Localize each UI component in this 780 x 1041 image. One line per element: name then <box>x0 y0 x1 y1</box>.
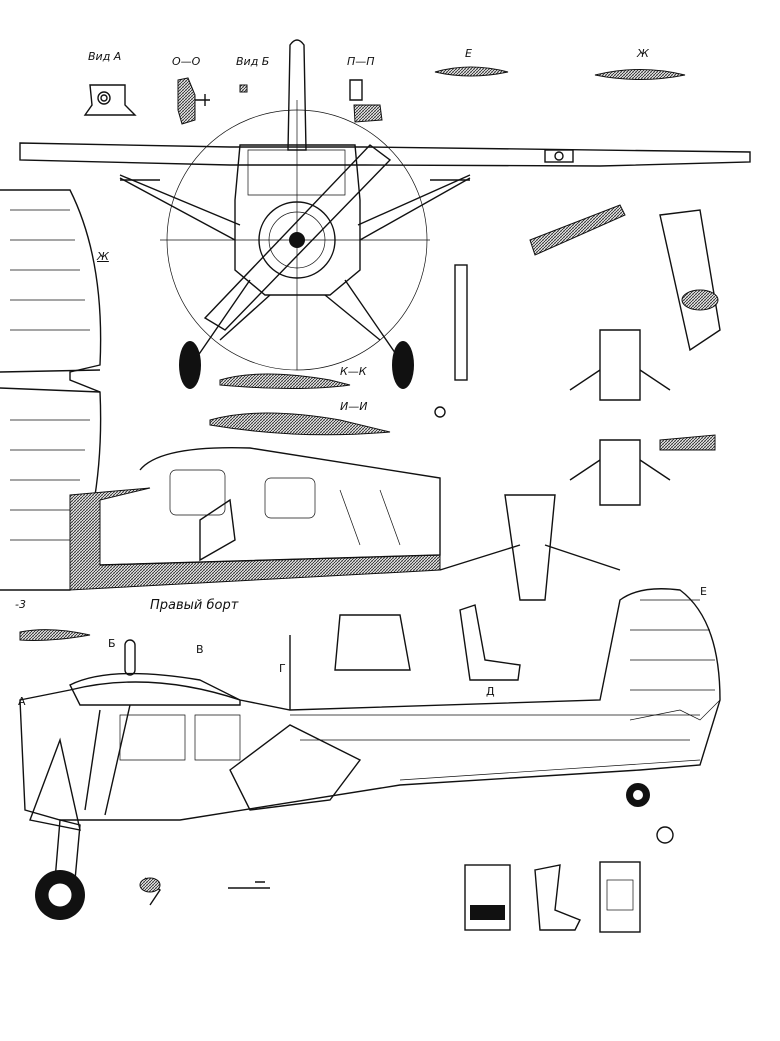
engine-cowling <box>258 201 336 279</box>
wing-fitting <box>544 149 574 163</box>
section-e-airfoil <box>434 66 509 77</box>
left-wheel <box>179 341 201 389</box>
strut-side <box>84 704 131 816</box>
wing <box>19 142 751 167</box>
label-section-i: И—И <box>340 400 368 413</box>
cabin-cutaway <box>69 446 441 591</box>
marker-b: Б <box>108 637 116 650</box>
wing-root-side <box>69 672 241 706</box>
vertical-fin <box>287 39 307 151</box>
detail-sections <box>19 66 686 641</box>
windshield <box>247 149 346 196</box>
landing-gear-struts <box>194 279 401 361</box>
marker-v: В <box>196 643 204 656</box>
section-i-airfoil <box>209 412 391 436</box>
seat-views <box>464 861 641 933</box>
section-zh-airfoil <box>594 69 686 80</box>
wing-struts <box>119 174 471 241</box>
front-view <box>19 39 751 389</box>
marker-g: Г <box>279 662 286 675</box>
label-section-zh-left: Ж <box>97 250 109 263</box>
fuselage-side <box>19 588 721 821</box>
section-z-airfoil <box>19 629 91 641</box>
label-section-o: О—О <box>172 55 201 68</box>
marker-a: А <box>18 695 26 708</box>
label-section-z: -3 <box>15 598 26 611</box>
marker-e: Е <box>700 585 707 598</box>
label-section-p: П—П <box>347 55 375 68</box>
label-view-b: Вид Б <box>236 55 270 68</box>
label-section-e: Е <box>465 47 472 60</box>
label-right-side: Правый борт <box>150 598 239 613</box>
fuselage-front <box>234 144 361 296</box>
strut-details <box>434 204 721 601</box>
label-section-k: К—К <box>340 365 367 378</box>
propeller-blade <box>203 144 392 331</box>
side-view <box>19 588 721 920</box>
section-k-airfoil <box>219 373 351 389</box>
right-wheel <box>392 341 414 389</box>
marker-d: Д <box>486 685 495 698</box>
label-section-zh: Ж <box>637 47 649 60</box>
label-view-a: Вид А <box>88 50 122 63</box>
